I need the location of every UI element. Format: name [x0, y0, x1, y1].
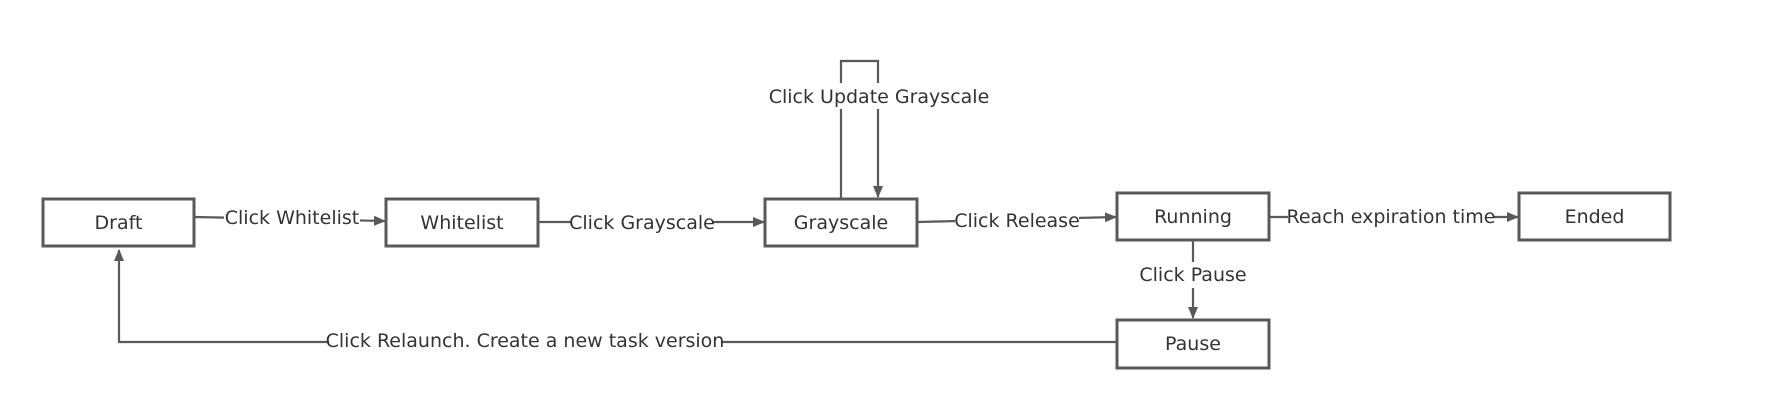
edge-label-bg	[1138, 262, 1248, 288]
edge-label-click-release: Click Release	[954, 210, 1080, 232]
edge-label-click-update-grayscale: Click Update Grayscale	[769, 86, 990, 108]
edge-label-click-pause: Click Pause	[1139, 264, 1246, 286]
node-running-label: Running	[1154, 206, 1232, 228]
edge-label-bg	[1288, 204, 1494, 230]
edge-label-reach-expiration-time: Reach expiration time	[1287, 206, 1496, 228]
node-ended-label: Ended	[1565, 206, 1625, 228]
edge-label-bg	[329, 328, 721, 354]
edge-label-click-relaunch: Click Relaunch. Create a new task versio…	[326, 330, 725, 352]
edge-label-bg	[571, 210, 713, 236]
node-whitelist: Whitelist	[384, 197, 540, 248]
edge-grayscale-self-loop	[839, 59, 883, 199]
edge-label-click-grayscale: Click Grayscale	[569, 212, 715, 234]
node-pause: Pause	[1115, 318, 1271, 370]
node-pause-label: Pause	[1165, 333, 1221, 355]
edge-label-click-whitelist: Click Whitelist	[225, 207, 359, 229]
edge-pause-to-draft	[114, 249, 1116, 344]
node-whitelist-label: Whitelist	[420, 212, 503, 234]
node-ended: Ended	[1517, 191, 1672, 242]
node-grayscale-label: Grayscale	[794, 212, 888, 234]
node-draft: Draft	[41, 197, 196, 248]
edge-label-bg	[224, 205, 360, 231]
edge-label-bg	[770, 83, 988, 109]
node-grayscale: Grayscale	[763, 197, 919, 248]
edge-label-bg	[955, 208, 1079, 234]
node-running: Running	[1115, 191, 1271, 242]
node-draft-label: Draft	[95, 212, 143, 234]
